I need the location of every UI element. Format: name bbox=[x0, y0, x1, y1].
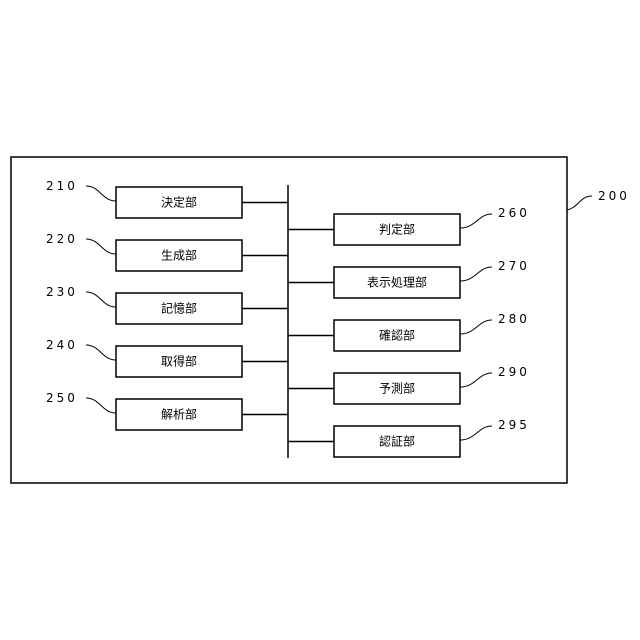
unit-label: 解析部 bbox=[161, 407, 197, 422]
unit-ref-label: 270 bbox=[498, 259, 530, 273]
ref-leader bbox=[86, 239, 116, 254]
left-unit-block: 取得部 240 bbox=[46, 338, 288, 377]
unit-label: 確認部 bbox=[379, 328, 415, 343]
outer-ref-leader bbox=[567, 196, 592, 210]
unit-ref-label: 295 bbox=[498, 418, 530, 432]
unit-label: 取得部 bbox=[161, 354, 197, 369]
right-units: 判定部 260 表示処理部 270 確認部 280 予測部 290 認証部 295 bbox=[288, 206, 530, 457]
right-unit-block: 判定部 260 bbox=[288, 206, 530, 245]
ref-leader bbox=[86, 292, 116, 307]
right-unit-block: 確認部 280 bbox=[288, 312, 530, 351]
ref-leader bbox=[460, 426, 492, 440]
unit-ref-label: 260 bbox=[498, 206, 530, 220]
unit-ref-label: 230 bbox=[46, 285, 78, 299]
unit-label: 判定部 bbox=[379, 222, 415, 237]
ref-leader bbox=[460, 267, 492, 281]
outer-ref-label: 200 bbox=[598, 189, 630, 203]
unit-ref-label: 240 bbox=[46, 338, 78, 352]
right-unit-block: 予測部 290 bbox=[288, 365, 530, 404]
unit-label: 予測部 bbox=[379, 381, 415, 396]
unit-ref-label: 280 bbox=[498, 312, 530, 326]
unit-label: 認証部 bbox=[379, 434, 415, 449]
ref-leader bbox=[86, 186, 116, 201]
unit-label: 決定部 bbox=[161, 195, 197, 210]
unit-ref-label: 220 bbox=[46, 232, 78, 246]
unit-ref-label: 210 bbox=[46, 179, 78, 193]
right-unit-block: 認証部 295 bbox=[288, 418, 530, 457]
outer-frame bbox=[11, 157, 567, 483]
left-unit-block: 解析部 250 bbox=[46, 391, 288, 430]
ref-leader bbox=[86, 345, 116, 360]
unit-label: 記憶部 bbox=[161, 301, 197, 316]
right-unit-block: 表示処理部 270 bbox=[288, 259, 530, 298]
unit-ref-label: 290 bbox=[498, 365, 530, 379]
ref-leader bbox=[460, 320, 492, 334]
unit-ref-label: 250 bbox=[46, 391, 78, 405]
left-unit-block: 決定部 210 bbox=[46, 179, 288, 218]
left-unit-block: 生成部 220 bbox=[46, 232, 288, 271]
ref-leader bbox=[86, 398, 116, 413]
unit-label: 生成部 bbox=[161, 248, 197, 263]
left-unit-block: 記憶部 230 bbox=[46, 285, 288, 324]
unit-label: 表示処理部 bbox=[367, 275, 427, 290]
ref-leader bbox=[460, 214, 492, 228]
left-units: 決定部 210 生成部 220 記憶部 230 取得部 240 解析部 250 bbox=[46, 179, 288, 430]
ref-leader bbox=[460, 373, 492, 387]
